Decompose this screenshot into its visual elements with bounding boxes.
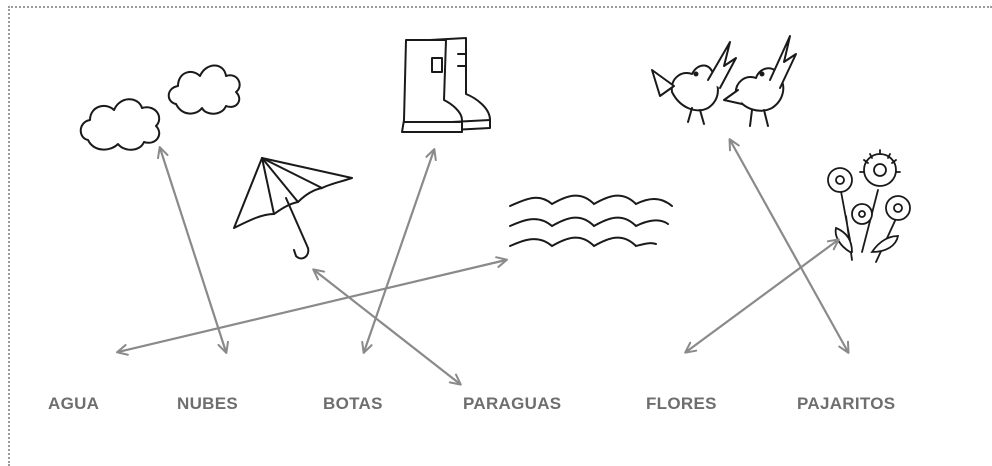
word-pajaritos: PAJARITOS bbox=[797, 394, 896, 413]
arrow-agua-water bbox=[116, 256, 508, 356]
arrow-pajaritos-birds bbox=[728, 138, 850, 354]
arrow-paraguas-umbrella bbox=[312, 268, 462, 386]
arrow-flores-flowers bbox=[684, 238, 840, 354]
dotted-border-left bbox=[8, 6, 10, 466]
word-nubes: NUBES bbox=[177, 394, 239, 413]
birds-icon bbox=[651, 35, 797, 127]
arrow-botas-boots bbox=[361, 148, 437, 354]
word-agua: AGUA bbox=[48, 394, 100, 413]
arrow-nubes-clouds bbox=[157, 146, 229, 354]
match-arrows bbox=[116, 138, 850, 386]
boots-icon bbox=[401, 37, 491, 133]
word-flores: FLORES bbox=[646, 394, 717, 413]
dotted-border-top bbox=[8, 6, 992, 8]
word-botas: BOTAS bbox=[323, 394, 383, 413]
word-paraguas: PARAGUAS bbox=[463, 394, 562, 413]
water-waves-icon bbox=[509, 194, 673, 248]
flowers-icon bbox=[827, 149, 911, 263]
umbrella-icon bbox=[233, 157, 353, 260]
clouds-icon bbox=[79, 64, 241, 151]
